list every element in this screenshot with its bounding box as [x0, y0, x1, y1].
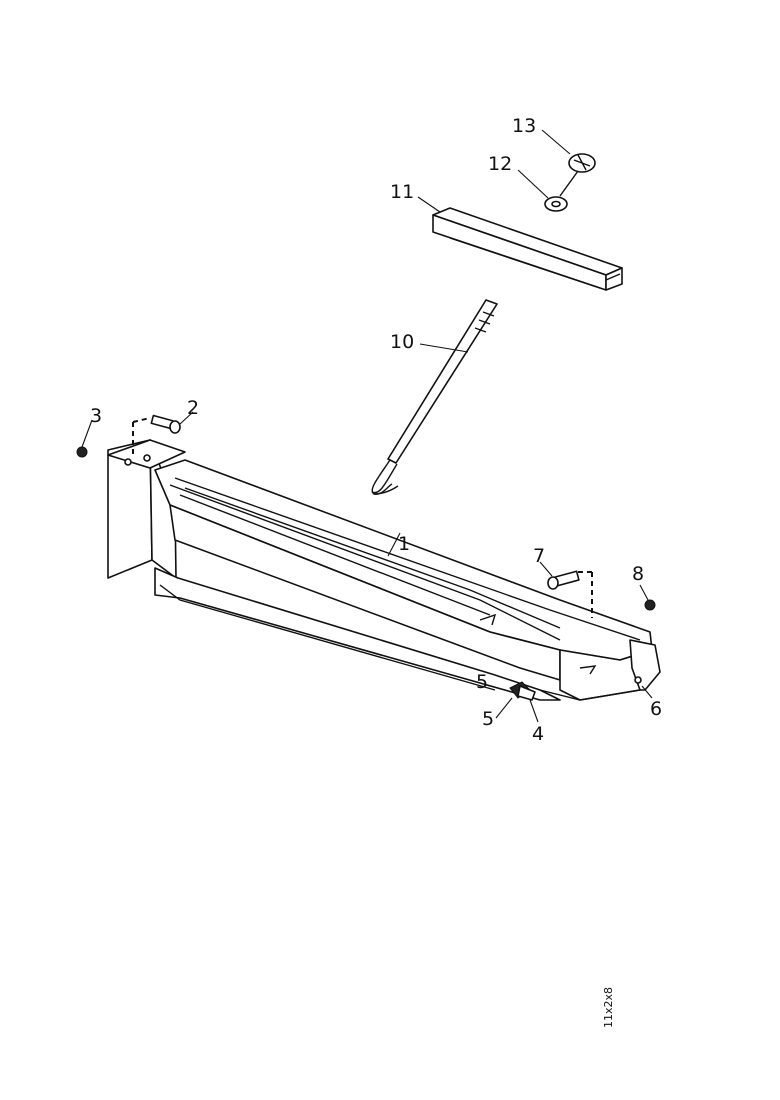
callout-1: 1 — [398, 533, 410, 555]
figure-code: 11x2x8 — [602, 987, 615, 1028]
callout-6: 6 — [650, 698, 662, 720]
callout-11: 11 — [390, 181, 414, 203]
callout-5b: 5 — [476, 671, 488, 693]
leader-12 — [517, 169, 549, 199]
leader-3 — [81, 419, 93, 448]
callout-3: 3 — [90, 405, 102, 427]
washer-12 — [544, 196, 568, 212]
bolt-7-insertion-line — [578, 571, 593, 618]
callout-5a: 5 — [482, 708, 494, 730]
cross-bar-part — [432, 207, 623, 291]
leader-8 — [639, 584, 649, 601]
leader-6 — [641, 685, 653, 699]
leader-2 — [179, 411, 194, 425]
leader-1 — [387, 532, 401, 557]
bolt-2-insertion-line — [132, 417, 151, 455]
leader-5a — [495, 697, 513, 719]
callout-2: 2 — [187, 397, 199, 419]
leader-11 — [417, 196, 441, 213]
callout-7: 7 — [533, 545, 545, 567]
bolt-2 — [150, 414, 181, 434]
callout-13: 13 — [512, 115, 536, 137]
fitting-4-5 — [509, 681, 536, 701]
callout-10: 10 — [390, 331, 414, 353]
callout-4: 4 — [532, 723, 544, 745]
leader-7 — [539, 561, 553, 577]
leader-13 — [541, 129, 571, 155]
knob-13 — [559, 153, 596, 197]
main-arm-part — [107, 439, 661, 701]
nut-3 — [76, 446, 88, 458]
hook-rod-part — [371, 299, 498, 495]
bolt-7 — [547, 570, 580, 590]
callout-8: 8 — [632, 563, 644, 585]
leader-10 — [419, 343, 469, 353]
leader-4 — [529, 699, 539, 723]
nut-8 — [644, 599, 656, 611]
callout-12: 12 — [488, 153, 512, 175]
leader-5b — [485, 684, 506, 691]
